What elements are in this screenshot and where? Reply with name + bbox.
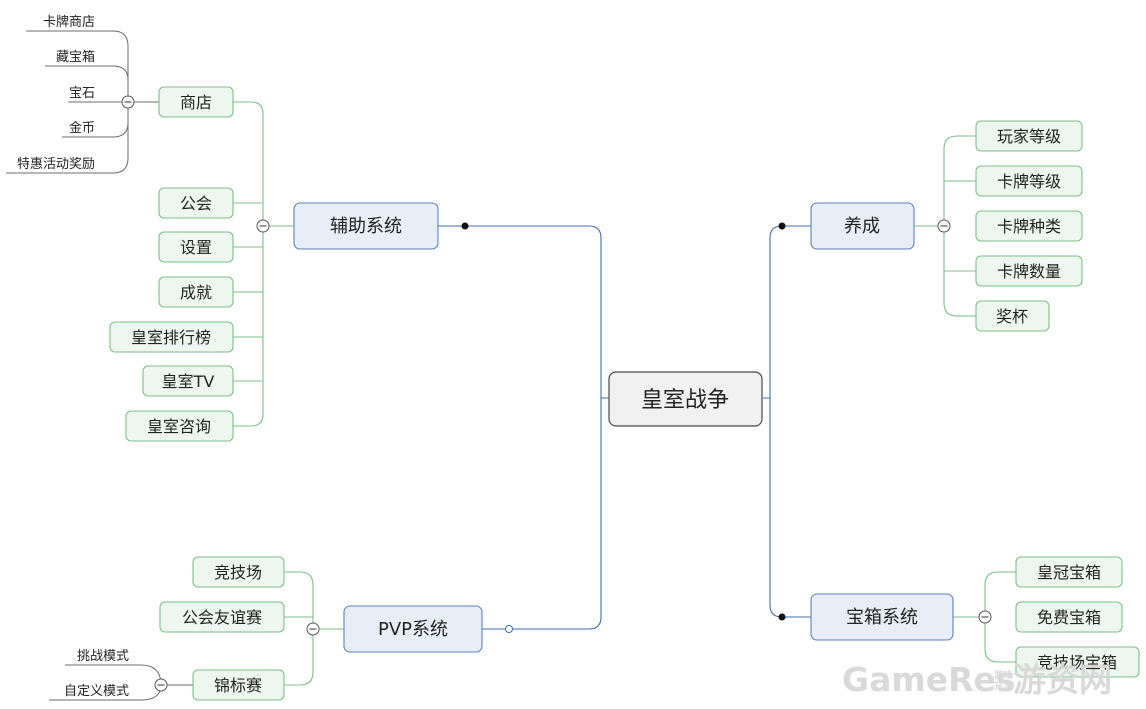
- node-yangcheng-0-label: 玩家等级: [997, 127, 1061, 146]
- leaf-shangdian-0[interactable]: 卡牌商店: [43, 14, 95, 30]
- node-jinbiao-label: 锦标赛: [214, 676, 262, 695]
- node-youyi[interactable]: 公会友谊赛: [159, 601, 285, 633]
- node-gonghui[interactable]: 公会: [158, 187, 234, 219]
- node-yangcheng-1[interactable]: 卡牌等级: [975, 165, 1083, 197]
- collapse-toggle-baoxiang[interactable]: [978, 610, 992, 624]
- connector-yangcheng-children: [914, 135, 976, 317]
- node-shezhi-label: 设置: [180, 238, 212, 257]
- node-jinbiao[interactable]: 锦标赛: [192, 669, 285, 701]
- root-label: 皇室战争: [641, 388, 729, 413]
- node-baoxiang-0-label: 皇冠宝箱: [1037, 563, 1101, 582]
- branch-yangcheng[interactable]: 养成: [810, 202, 915, 250]
- node-baoxiang-2[interactable]: 竞技场宝箱: [1015, 646, 1140, 678]
- branch-yangcheng-anchor-dot: [778, 222, 786, 230]
- collapse-toggle-jinbiao[interactable]: [154, 678, 168, 692]
- node-jingji[interactable]: 竞技场: [192, 556, 285, 588]
- node-yangcheng-2[interactable]: 卡牌种类: [975, 210, 1083, 242]
- leaf-shangdian-3[interactable]: 金币: [69, 120, 95, 136]
- branch-baoxiang[interactable]: 宝箱系统: [810, 593, 954, 641]
- node-chengjiu-label: 成就: [180, 283, 212, 302]
- collapse-toggle-pvp[interactable]: [306, 622, 320, 636]
- watermark: GameRes 游戏 开发 游资网: [842, 660, 1112, 699]
- branch-fuzhu-label: 辅助系统: [330, 216, 402, 237]
- branch-pvp-label: PVP系统: [378, 619, 448, 640]
- connector-root-pvp: [482, 398, 602, 630]
- branch-fuzhu[interactable]: 辅助系统: [293, 202, 439, 250]
- node-yangcheng-0[interactable]: 玩家等级: [975, 120, 1083, 152]
- node-zixun[interactable]: 皇室咨询: [125, 410, 234, 442]
- node-tv-label: 皇室TV: [162, 372, 215, 391]
- node-shangdian[interactable]: 商店: [158, 86, 234, 118]
- connector-fuzhu-children: [233, 101, 294, 427]
- leaf-jinbiao-1[interactable]: 自定义模式: [64, 684, 129, 699]
- node-paihang-label: 皇室排行榜: [131, 328, 211, 347]
- watermark-tag-bottom: 开发: [994, 680, 1013, 692]
- leaf-jinbiao-0[interactable]: 挑战模式: [77, 649, 129, 664]
- node-baoxiang-0[interactable]: 皇冠宝箱: [1015, 556, 1123, 588]
- watermark-tag-top: 游戏: [994, 669, 1012, 681]
- node-yangcheng-2-label: 卡牌种类: [997, 217, 1061, 236]
- collapse-toggle-yangcheng[interactable]: [937, 219, 951, 233]
- connector-shangdian-leaves: [6, 30, 159, 174]
- watermark-brand: GameRes: [842, 660, 1016, 699]
- leaf-shangdian-2[interactable]: 宝石: [69, 86, 95, 101]
- node-shangdian-label: 商店: [180, 93, 212, 112]
- node-yangcheng-4[interactable]: 奖杯: [975, 300, 1050, 332]
- root-node[interactable]: 皇室战争: [608, 371, 763, 427]
- collapse-toggle-shangdian[interactable]: [121, 95, 135, 109]
- node-shezhi[interactable]: 设置: [158, 231, 234, 263]
- node-jingji-label: 竞技场: [214, 563, 262, 582]
- node-chengjiu[interactable]: 成就: [158, 276, 234, 308]
- branch-yangcheng-label: 养成: [844, 216, 880, 237]
- node-yangcheng-3-label: 卡牌数量: [997, 262, 1061, 281]
- node-yangcheng-4-label: 奖杯: [996, 307, 1028, 326]
- node-zixun-label: 皇室咨询: [147, 417, 211, 436]
- node-yangcheng-1-label: 卡牌等级: [997, 172, 1061, 191]
- watermark-suffix: 游资网: [1013, 660, 1112, 699]
- leaf-shangdian-4[interactable]: 特惠活动奖励: [17, 157, 95, 172]
- node-paihang[interactable]: 皇室排行榜: [109, 321, 234, 353]
- collapse-toggle-fuzhu[interactable]: [256, 219, 270, 233]
- connector-pvp-children: [284, 571, 344, 686]
- connector-root-baoxiang: [769, 398, 811, 618]
- leaf-shangdian-1[interactable]: 藏宝箱: [56, 49, 95, 65]
- node-tv[interactable]: 皇室TV: [142, 365, 234, 397]
- node-yangcheng-3[interactable]: 卡牌数量: [975, 255, 1083, 287]
- node-baoxiang-1-label: 免费宝箱: [1037, 608, 1101, 627]
- branch-baoxiang-anchor-dot: [778, 613, 786, 621]
- node-baoxiang-1[interactable]: 免费宝箱: [1015, 601, 1123, 633]
- branch-pvp-anchor-dot: [505, 625, 513, 633]
- branch-pvp[interactable]: PVP系统: [343, 605, 483, 653]
- branch-fuzhu-anchor-dot: [461, 222, 469, 230]
- node-baoxiang-2-label: 竞技场宝箱: [1037, 653, 1117, 672]
- connector-root-fuzhu: [438, 225, 609, 399]
- node-youyi-label: 公会友谊赛: [182, 608, 262, 627]
- connector-root-yangcheng: [763, 225, 811, 399]
- branch-baoxiang-label: 宝箱系统: [846, 607, 918, 628]
- node-gonghui-label: 公会: [180, 194, 212, 213]
